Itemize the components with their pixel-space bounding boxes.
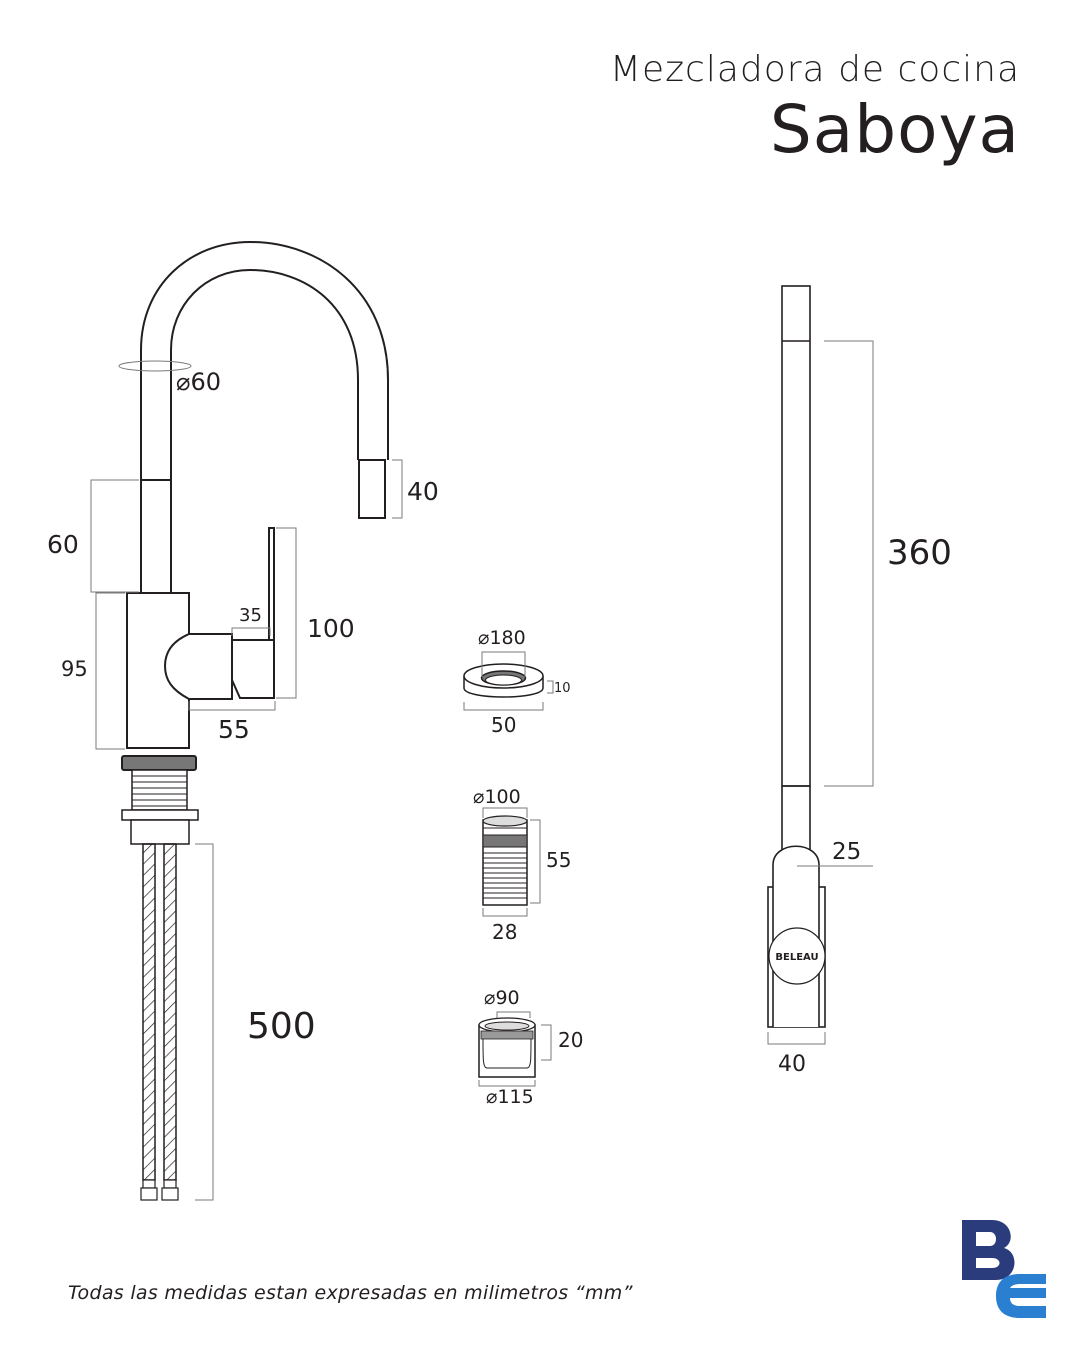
mount-nut: [130, 819, 190, 845]
hose-right: [163, 843, 177, 1181]
front-logo-badge: [768, 927, 826, 985]
dim-lever-depth: 35: [239, 605, 262, 626]
front-neck: [781, 786, 811, 860]
dim-lever-reach: 55: [218, 715, 250, 744]
spout-outer: [140, 240, 389, 480]
dim-body: 95: [61, 657, 88, 681]
mount-plate: [121, 809, 199, 821]
product-title: Saboya: [769, 91, 1020, 168]
dim-shank-diameter: ⌀100: [473, 786, 521, 808]
faucet-front-view: [767, 285, 826, 1028]
dim-spout-diameter: ⌀60: [176, 368, 221, 396]
dim-nut-height: 20: [558, 1028, 583, 1052]
accessory-nut: [478, 1011, 552, 1087]
product-category: Mezcladora de cocina: [609, 49, 1020, 90]
measurement-note: Todas las medidas estan expresadas en mi…: [68, 1282, 633, 1304]
dim-escutcheon-width: 50: [491, 713, 516, 737]
base-collar: [121, 755, 197, 771]
beleau-logo: [962, 1220, 1046, 1318]
dim-spout-tip: 40: [407, 477, 439, 506]
side-dimension-lines: [90, 459, 403, 1201]
lever-blade: [268, 527, 275, 641]
faucet-side-view: [118, 240, 389, 1201]
front-dimension-lines: [767, 340, 874, 1045]
hose-left: [142, 843, 156, 1181]
dim-front-body-width: 40: [778, 1052, 806, 1077]
accessory-escutcheon: [463, 651, 554, 711]
neck: [140, 479, 172, 594]
spout-tip: [358, 459, 386, 519]
dim-shank-width: 28: [492, 920, 517, 944]
lever-housing: [163, 633, 233, 700]
front-spout: [781, 285, 811, 787]
spout-inner: [170, 268, 359, 480]
dim-front-lever-offset: 25: [832, 839, 861, 865]
dim-escutcheon-diameter: ⌀180: [478, 627, 526, 649]
dim-escutcheon-thickness: 10: [554, 681, 571, 696]
side-dimension-labels: ⌀60 40 60 95 100 35 55 500: [47, 368, 439, 1047]
dim-nut-top-diameter: ⌀90: [484, 987, 520, 1009]
hose-fittings: [140, 1179, 179, 1201]
dim-hose-length: 500: [247, 1006, 316, 1047]
threaded-shank: [131, 769, 188, 811]
dim-front-spout-length: 360: [887, 533, 952, 573]
header: Mezcladora de cocina Saboya: [610, 48, 1020, 168]
dim-shank-height: 55: [546, 848, 571, 872]
lever-handle: [231, 639, 275, 699]
dim-nut-bottom-diameter: ⌀115: [486, 1086, 534, 1108]
dim-neck: 60: [47, 530, 79, 559]
spout-diameter-ring: [118, 360, 192, 372]
accessory-threaded-shank: [482, 807, 541, 917]
front-brand-label: BELEAU: [775, 952, 818, 963]
dim-lever-height: 100: [307, 614, 355, 643]
